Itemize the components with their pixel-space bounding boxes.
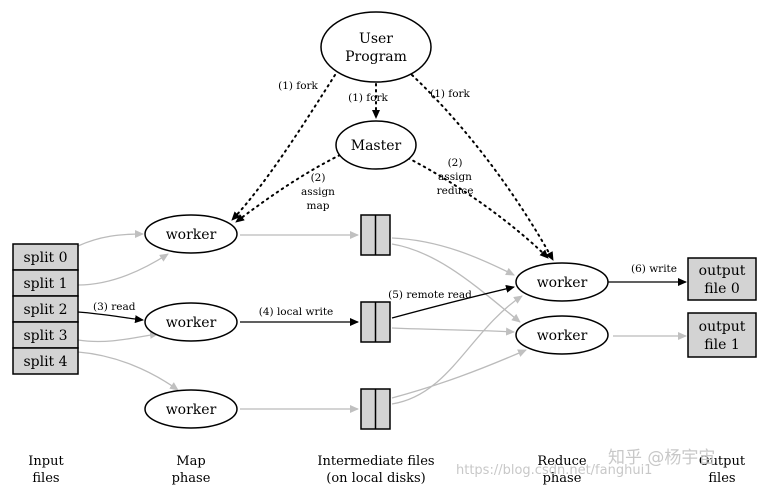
map-worker-2: worker: [144, 302, 238, 342]
watermark-brand: 知乎 @杨宇宙: [608, 448, 715, 468]
map-worker-1-label: worker: [166, 227, 217, 243]
map-worker-1: worker: [144, 214, 238, 254]
user-program-label-line1: User: [359, 31, 393, 47]
map-worker-2-label: worker: [166, 315, 217, 331]
user-program-node: User Program: [320, 11, 432, 83]
intermediate-file-1: [360, 214, 391, 256]
black-edges: [77, 278, 687, 326]
split-2-label: split 2: [23, 302, 67, 318]
master-node: Master: [335, 120, 417, 170]
edge-split2-worker2: [77, 311, 144, 324]
reduce-worker-1-label: worker: [537, 275, 588, 291]
reduce-worker-2: worker: [515, 315, 609, 355]
master-label: Master: [351, 138, 402, 154]
caption-input-2: files: [32, 471, 59, 486]
output-file-0: output file 0: [687, 257, 757, 301]
caption-intermediate-1: Intermediate files: [317, 454, 434, 469]
caption-output-2: files: [708, 471, 735, 486]
label-remote-read: (5) remote read: [388, 289, 472, 301]
split-3-label: split 3: [23, 328, 67, 344]
split-0-label: split 0: [23, 250, 67, 266]
caption-input-1: Input: [28, 454, 64, 469]
caption-reduce-1: Reduce: [537, 454, 586, 469]
label-assign-reduce-1: (2): [448, 157, 463, 169]
label-assign-reduce-2: assign: [438, 171, 472, 183]
label-local-write: (4) local write: [259, 306, 334, 318]
edge-file2-reducer1: [391, 284, 515, 319]
edge-file3-reducer1: [391, 295, 523, 405]
gray-edges: [77, 230, 687, 413]
edge-file1-reducer1: [391, 237, 515, 276]
reduce-worker-1: worker: [515, 262, 609, 302]
output-file-1-line1: output: [699, 319, 746, 335]
label-write: (6) write: [631, 263, 677, 275]
map-worker-3-label: worker: [166, 402, 217, 418]
caption-reduce-2: phase: [543, 471, 582, 486]
map-worker-3: worker: [144, 389, 238, 429]
split-4: split 4: [12, 347, 79, 375]
label-assign-map-2: assign: [301, 186, 335, 198]
input-files: split 0 split 1 split 2 split 3 split 4: [12, 243, 79, 375]
caption-map-1: Map: [176, 454, 205, 469]
intermediate-file-2: [360, 301, 391, 343]
label-fork-master: (1) fork: [348, 92, 388, 104]
edge-labels: (1) fork (1) fork (1) fork (2) assign ma…: [93, 80, 677, 318]
label-assign-map-3: map: [307, 200, 330, 212]
caption-intermediate-2: (on local disks): [326, 471, 425, 486]
watermark-url: https://blog.csdn.net/fanghui1: [456, 463, 652, 478]
label-fork-left: (1) fork: [278, 80, 318, 92]
label-read: (3) read: [93, 301, 136, 313]
edge-fork-reducer1: [411, 74, 554, 261]
dotted-edges: [231, 74, 554, 261]
edge-split1-worker1: [77, 253, 169, 286]
label-fork-right: (1) fork: [430, 88, 470, 100]
caption-map-2: phase: [172, 471, 211, 486]
split-4-label: split 4: [23, 354, 67, 370]
caption-output-1: Output: [699, 454, 746, 469]
split-0: split 0: [12, 243, 79, 271]
edge-assign-reduce: [407, 157, 549, 259]
edge-file2-reducer2: [391, 327, 515, 336]
split-1: split 1: [12, 269, 79, 297]
output-file-1: output file 1: [687, 312, 757, 358]
output-file-1-line2: file 1: [704, 337, 739, 353]
watermark: https://blog.csdn.net/fanghui1 知乎 @杨宇宙: [456, 448, 715, 478]
edge-fork-worker1: [231, 74, 336, 221]
user-program-label-line2: Program: [345, 49, 407, 65]
split-1-label: split 1: [23, 276, 67, 292]
label-assign-map-1: (2): [311, 172, 326, 184]
intermediate-file-3: [360, 388, 391, 430]
output-file-0-line2: file 0: [704, 281, 739, 297]
phase-captions: Input files Map phase Intermediate files…: [28, 454, 746, 486]
edge-split3-worker2: [77, 330, 159, 343]
reduce-worker-2-label: worker: [537, 328, 588, 344]
edge-file1-reducer2: [391, 243, 521, 323]
label-assign-reduce-3: reduce: [437, 185, 474, 197]
split-2: split 2: [12, 295, 79, 323]
edge-split0-worker1: [77, 230, 144, 247]
edge-file3-reducer2: [391, 349, 527, 399]
edge-split3-worker3: [77, 351, 179, 391]
split-3: split 3: [12, 321, 79, 349]
output-file-0-line1: output: [699, 263, 746, 279]
